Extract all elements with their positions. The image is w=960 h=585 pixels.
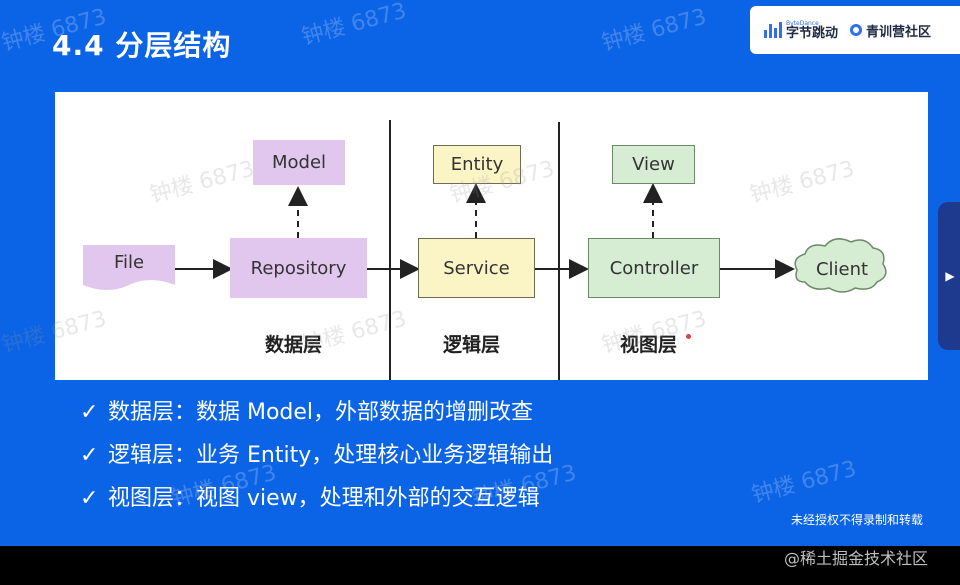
- bullet-item: ✓ 数据层：数据 Model，外部数据的增删改查: [80, 394, 533, 426]
- bullet-text: 视图层：视图 view，处理和外部的交互逻辑: [108, 486, 540, 511]
- check-icon: ✓: [80, 443, 99, 468]
- bullet-item: ✓ 视图层：视图 view，处理和外部的交互逻辑: [80, 480, 540, 512]
- service-box: Service: [418, 238, 535, 298]
- watermark: 钟楼 6873: [599, 4, 710, 57]
- slide-title: 4.4 分层结构: [52, 29, 232, 62]
- slide: 4.4 分层结构 ByteDance 字节跳动 青训营社区: [0, 0, 960, 546]
- view-box: View: [612, 145, 695, 184]
- logo-area: ByteDance 字节跳动 青训营社区: [750, 6, 960, 54]
- file-shape: [83, 245, 175, 290]
- watermark: 钟楼 6873: [299, 0, 410, 51]
- qingxun-text: 青训营社区: [866, 24, 932, 40]
- controller-box: Controller: [588, 238, 720, 298]
- client-cloud-shape: [794, 238, 887, 293]
- entity-box: Entity: [433, 145, 521, 184]
- layer-label-data: 数据层: [265, 334, 323, 356]
- repository-box: Repository: [230, 238, 367, 298]
- footer-credit: @稀土掘金技术社区: [784, 549, 929, 568]
- bytedance-logo: ByteDance 字节跳动: [764, 19, 839, 41]
- red-dot: [686, 334, 691, 339]
- check-icon: ✓: [80, 486, 99, 511]
- file-box: File: [113, 251, 145, 273]
- copyright-notice: 未经授权不得录制和转载: [791, 513, 924, 527]
- diagram-lines: [83, 120, 887, 380]
- qingxun-logo: 青训营社区: [850, 21, 931, 40]
- check-icon: ✓: [80, 400, 99, 425]
- bullet-text: 逻辑层：业务 Entity，处理核心业务逻辑输出: [108, 443, 554, 468]
- bytedance-cn-text: 字节跳动: [786, 25, 839, 41]
- bullet-text: 数据层：数据 Model，外部数据的增删改查: [108, 400, 534, 425]
- model-box: Model: [253, 140, 345, 185]
- layer-diagram: File Repository Model Service Entity Con…: [55, 92, 928, 380]
- bytedance-small-text: ByteDance: [786, 19, 819, 27]
- layer-label-logic: 逻辑层: [443, 334, 501, 356]
- layer-label-view: 视图层: [620, 334, 678, 356]
- bytedance-bars-icon: [764, 22, 782, 38]
- bullet-item: ✓ 逻辑层：业务 Entity，处理核心业务逻辑输出: [80, 437, 553, 469]
- qingxun-circle-icon: [850, 24, 863, 36]
- client-box: Client: [815, 258, 869, 280]
- watermark: 钟楼 6873: [749, 456, 860, 509]
- play-arrow-icon: ▶: [945, 269, 955, 283]
- side-panel-toggle[interactable]: ▶: [938, 202, 960, 350]
